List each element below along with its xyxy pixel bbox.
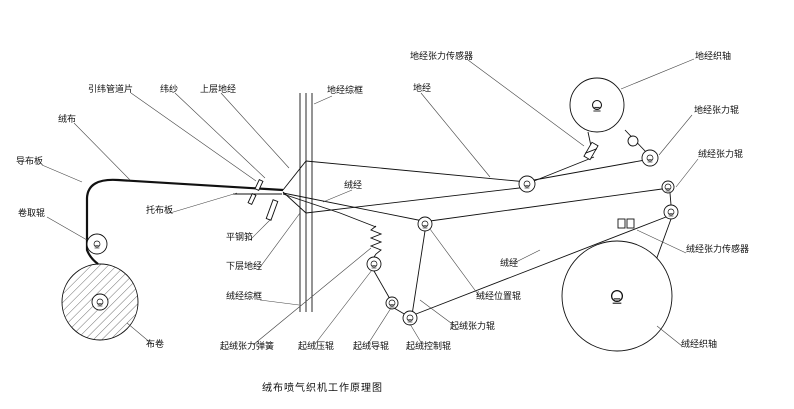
- weft-pipe-shape-1: [254, 179, 264, 191]
- ground-tension-sensor-shape: [583, 141, 599, 161]
- weft-pipe-shape-2: [247, 193, 257, 205]
- pile-tension-sensor-shape: [617, 218, 635, 229]
- label-upper-ground-warp: 上层地经: [200, 85, 237, 95]
- label-ground-warp-tension-sensor: 地经张力传感器: [410, 52, 474, 62]
- label-take-up-roller: 卷取辊: [18, 209, 46, 219]
- heald-frame-lines: [299, 93, 313, 312]
- label-ground-warp-tension-roller: 地经张力辊: [694, 106, 740, 116]
- label-ground-warp-beam: 地经织轴: [695, 52, 732, 62]
- label-pile-tension-spring: 起绒张力弹簧: [220, 342, 275, 352]
- pile-warp-diagonal-upper: [429, 188, 663, 222]
- label-pile-warp-tension-roller-right: 绒经张力辊: [698, 150, 744, 160]
- label-pile-warp-beam: 绒经织轴: [681, 340, 718, 350]
- label-pile-warp-position-roller: 绒经位置辊: [476, 292, 522, 302]
- label-pile-tension-roller: 起绒张力辊: [450, 322, 496, 332]
- diagram-caption: 绒布喷气织机工作原理图: [262, 383, 383, 394]
- label-pile-heald-frame: 绒经综框: [226, 292, 263, 302]
- label-pile-warp-tension-sensor: 绒经张力传感器: [686, 245, 750, 255]
- tension-spring-shape: [369, 225, 383, 258]
- pile-warp-line-b: [282, 193, 377, 228]
- label-ground-warp: 地经: [413, 84, 432, 94]
- label-pile-guide-roller: 起绒导辊: [353, 342, 390, 352]
- fabric-path: [85, 178, 284, 265]
- pile-warp-line-a: [282, 192, 429, 223]
- label-fabric-guide-plate: 导布板: [16, 157, 44, 167]
- label-weft-insertion-pipe: 引纬管道片: [88, 85, 134, 95]
- label-lower-ground-warp: 下层地经: [226, 262, 263, 272]
- label-fabric-support-plate: 托布板: [146, 206, 174, 216]
- reed-shape: [265, 199, 279, 221]
- label-pile-press-roller: 起绒压辊: [298, 342, 335, 352]
- upper-ground-warp-line: [282, 160, 528, 191]
- label-fabric-roll: 布卷: [146, 340, 165, 350]
- pile-warp-diagonal-lower: [415, 216, 667, 315]
- label-pile-fabric: 绒布: [58, 115, 77, 125]
- lower-ground-warp-line: [282, 186, 529, 214]
- label-reed: 平钢筘: [226, 233, 254, 243]
- label-pile-warp-lower: 绒经: [500, 259, 519, 269]
- leader-lines: [41, 58, 699, 347]
- label-pile-warp-mid: 绒经: [344, 181, 363, 191]
- machine-linework: [61, 77, 679, 352]
- label-pile-control-roller: 起绒控制辊: [406, 342, 452, 352]
- label-ground-heald-frame: 地经综框: [327, 86, 364, 96]
- label-weft-yarn: 纬纱: [160, 85, 179, 95]
